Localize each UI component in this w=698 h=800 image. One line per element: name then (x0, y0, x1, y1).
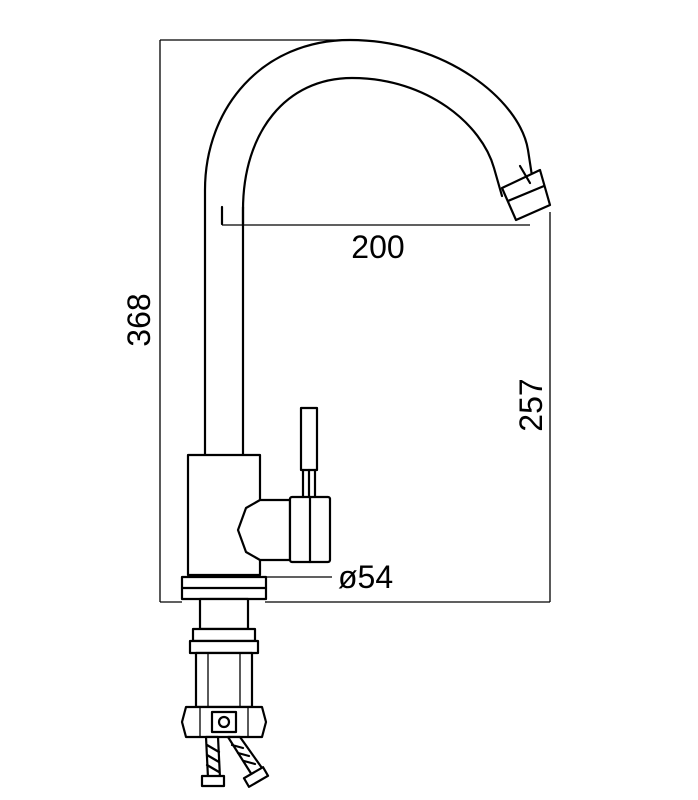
base-diameter-label: ø54 (338, 559, 393, 595)
spout-reach-label: 200 (351, 229, 404, 265)
spout-outer-outline (203, 38, 534, 457)
overall-height-dimension: 368 (121, 39, 345, 603)
spout-height-dimension: 257 (265, 212, 551, 603)
base-diameter-dimension: ø54 (265, 559, 393, 595)
faucet-body (180, 38, 552, 788)
spout-inner-outline (241, 76, 504, 457)
mounting-shank (188, 597, 260, 709)
base-flange (180, 575, 268, 601)
supply-hoses (200, 735, 270, 788)
mounting-nut (180, 705, 268, 739)
spout-height-label: 257 (513, 378, 549, 431)
aerator (500, 164, 552, 222)
overall-height-label: 368 (121, 293, 157, 346)
mixer-lever (236, 406, 332, 564)
spout-reach-dimension: 200 (222, 224, 530, 265)
